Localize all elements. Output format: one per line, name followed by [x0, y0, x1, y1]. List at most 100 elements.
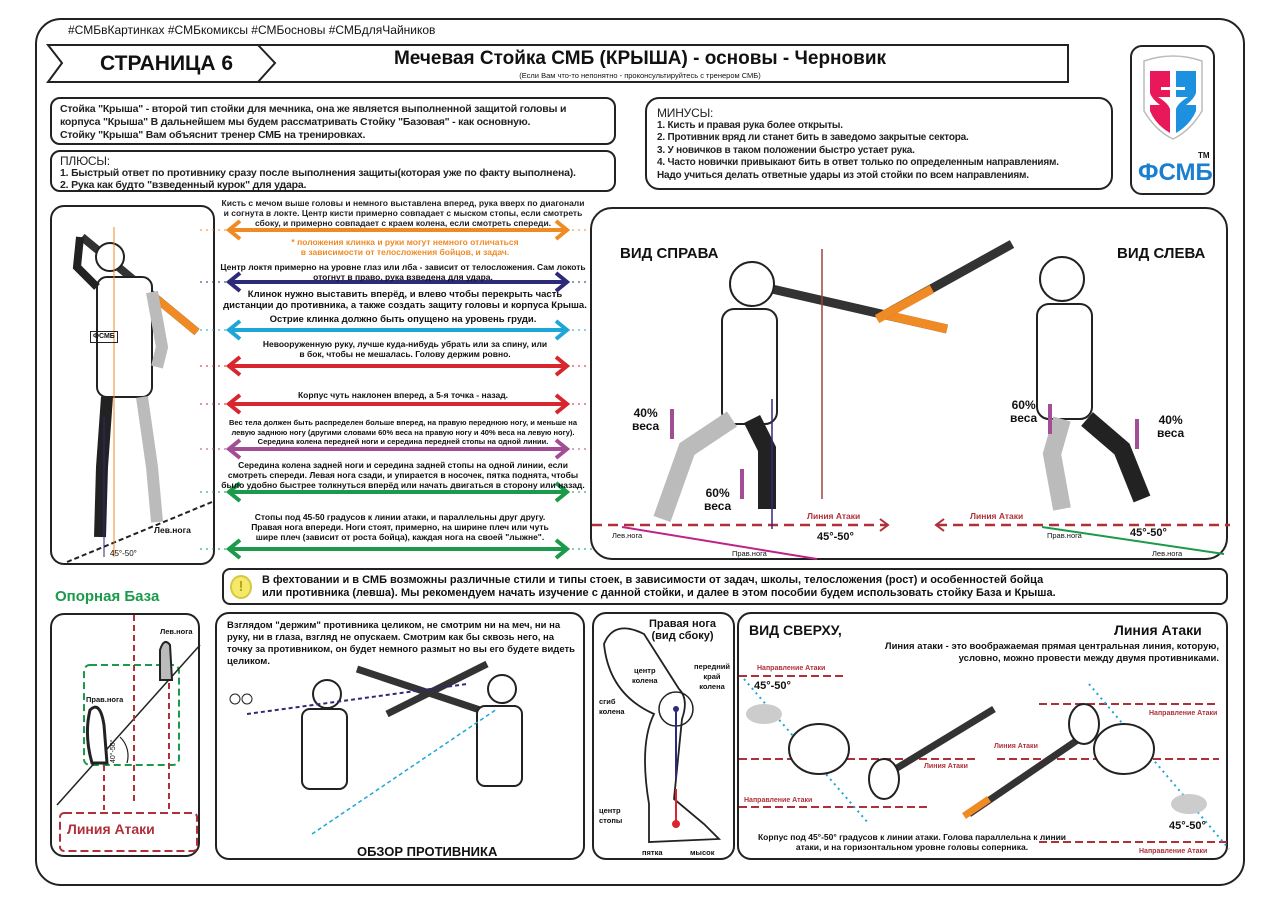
top-view-panel: ВИД СВЕРХУ, Линия Атаки Линия атаки - эт… [737, 612, 1230, 860]
page-subtitle: (Если Вам что-то непонятно - проконсульт… [519, 71, 761, 80]
minus-item: 3. У новичков в таком положении быстро у… [657, 144, 915, 156]
direction-label-3: Направление Атаки [744, 797, 813, 804]
w-label: веса [1157, 426, 1185, 440]
base-angle-label: 40°-50° [110, 739, 117, 763]
row-text-2: Центр локтя примерно на уровне глаз или … [220, 262, 586, 282]
badge-text: ФСМБ [90, 331, 118, 343]
notice-line: В фехтовании и в СМБ возможны различные … [262, 574, 1044, 586]
direction-label-2: Направление Атаки [1149, 710, 1218, 717]
w-label: веса [704, 499, 732, 513]
poster-frame [35, 18, 1245, 886]
minus-item: 4. Часто новички привыкают бить в ответ … [657, 157, 1059, 168]
double-arrow [225, 319, 571, 341]
row-text-1: Кисть с мечом выше головы и немного выст… [221, 198, 585, 228]
base-left-leg: Лев.нога [160, 627, 193, 636]
minus-item: Надо учиться делать ответные удары из эт… [657, 169, 1029, 181]
leg-title: Правая нога (вид сбоку) [649, 618, 717, 642]
double-arrow [225, 355, 571, 377]
double-arrow [225, 271, 571, 293]
minus-box: МИНУСЫ: 1. Кисть и правая рука более отк… [645, 97, 1113, 190]
intro-line: Стойку "Крыша" Вам объяснит тренер СМБ н… [60, 129, 366, 141]
intro-line: Стойка "Крыша" - второй тип стойки для м… [60, 103, 567, 115]
base-diagram [56, 615, 201, 852]
w40: 40% [1158, 413, 1183, 427]
base-right-leg: Прав.нога [86, 695, 124, 704]
w-label: веса [1010, 411, 1038, 425]
right-leg-label-right: Прав.нога [732, 549, 767, 558]
left-leg-label-left: Лев.нога [1152, 549, 1183, 558]
minus-item: 2. Противник вряд ли станет бить в завед… [657, 132, 969, 143]
double-arrow [225, 481, 571, 503]
top-view-caption: Корпус под 45°-50° градусов к линии атак… [757, 832, 1067, 852]
angle-label: 45°-50° [110, 549, 137, 558]
notice-box: ! В фехтовании и в СМБ возможны различны… [222, 568, 1228, 605]
intro-line: корпуса "Крыша" В дальнейшем мы будем ра… [60, 116, 531, 128]
logo-text: ФСМБ [1138, 159, 1213, 186]
w60: 60% [705, 486, 730, 500]
attack-line-label-left: Линия Атаки [970, 511, 1024, 521]
w40: 40% [633, 406, 658, 420]
row-text-5: Корпус чуть наклонен вперед, а 5-я точка… [297, 390, 509, 400]
fighter-front-figure [66, 227, 213, 563]
minus-item: 1. Кисть и правая рука более открыты. [657, 119, 843, 131]
weight-40-left: 40%веса [1157, 414, 1184, 440]
top-view-title: ВИД СВЕРХУ, [749, 622, 842, 638]
plus-item: 1. Быстрый ответ по противнику сразу пос… [60, 167, 576, 179]
overview-figures [229, 660, 523, 835]
front-view-panel: ФСМБ Лев.нога 45°-50° [50, 205, 215, 565]
toe-label: мысок [690, 848, 715, 857]
double-arrow [225, 393, 571, 415]
notice-line: или противника (левша). Мы рекомендуем н… [262, 587, 1056, 599]
left-leg-label-right: Лев.нога [612, 531, 643, 540]
trademark: TM [1198, 151, 1210, 160]
logo: ФСМБ TM [1130, 45, 1215, 195]
minus-title: МИНУСЫ: [657, 106, 714, 120]
page-number: СТРАНИЦА 6 [100, 52, 234, 75]
shield-logo-icon [1143, 55, 1203, 140]
side-view-panel: ВИД СПРАВА ВИД СЛЕВА 40%веса 60%веса 60%… [590, 207, 1230, 560]
w60: 60% [1011, 398, 1036, 412]
top-view-subtitle: Линия Атаки [1114, 622, 1202, 638]
double-arrow [225, 438, 571, 460]
overview-text: Взглядом "держим" противника целиком, не… [227, 620, 575, 667]
base-panel: Лев.нога Прав.нога 40°-50° Линия Атаки [50, 613, 201, 857]
warning-icon: ! [230, 575, 252, 599]
knee-front: передний край колена [694, 662, 730, 691]
direction-label-1: Направление Атаки [757, 665, 826, 672]
base-attack-line: Линия Атаки [67, 821, 155, 837]
attack-line-label-1: Линия Атаки [994, 743, 1038, 750]
weight-60-right: 60%веса [704, 487, 731, 513]
knee-center: центр колена [632, 666, 658, 685]
w-label: веса [632, 419, 660, 433]
right-view-title: ВИД СПРАВА [620, 245, 719, 262]
angle-left: 45°-50° [1130, 527, 1167, 539]
angle-label-1: 45°-50° [754, 680, 791, 692]
row-text-3: Острие клинка должно быть опущено на уро… [269, 314, 537, 325]
row-text-8: Стопы под 45-50 градусов к линии атаки, … [251, 512, 549, 542]
page-title: Мечевая Стойка СМБ (КРЫША) - основы - Че… [393, 48, 887, 69]
angle-label-2: 45°-50° [1169, 820, 1206, 832]
overview-panel: Взглядом "держим" противника целиком, не… [215, 612, 585, 860]
plus-title: ПЛЮСЫ: [60, 154, 110, 168]
foot-center: центр стопы [599, 806, 623, 825]
weight-40-right: 40%веса [632, 407, 659, 433]
row-text-2b: Клинок нужно выставить вперёд, и влево ч… [223, 289, 587, 311]
top-view-desc: Линия атаки - это воображаемая прямая це… [884, 641, 1219, 664]
double-arrow [225, 219, 571, 241]
knee-bend: сгиб колена [599, 697, 625, 716]
direction-label-4: Направление Атаки [1139, 848, 1208, 855]
right-leg-label-left: Прав.нога [1047, 531, 1082, 540]
angle-right: 45°-50° [817, 531, 854, 543]
attack-line-label-2: Линия Атаки [924, 763, 968, 770]
top-view-diagram [739, 675, 1230, 850]
heel-label: пятка [642, 848, 663, 857]
header-banner [45, 44, 1069, 83]
left-leg-label: Лев.нога [154, 525, 191, 535]
intro-box: Стойка "Крыша" - второй тип стойки для м… [50, 97, 616, 145]
row-text-7: Середина колена задней ноги и середина з… [221, 460, 585, 490]
row-text-4: Невооруженную руку, лучше куда-нибудь уб… [262, 339, 548, 359]
overview-caption: ОБЗОР ПРОТИВНИКА [357, 844, 498, 859]
leg-diagram [603, 627, 722, 843]
base-title: Опорная База [55, 588, 160, 605]
plus-item: 2. Рука как будто "взведенный курок" для… [60, 179, 307, 191]
